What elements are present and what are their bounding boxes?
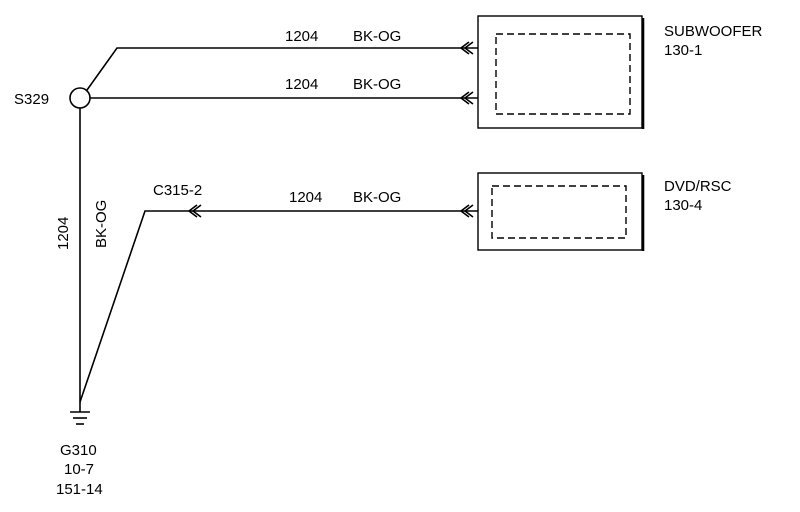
connector-arrow-icon xyxy=(187,204,198,218)
wire-subwoofer-lower: 1204 BK-OG xyxy=(90,76,478,105)
connector-arrow-icon xyxy=(459,204,470,218)
dvd-rsc-name: DVD/RSC xyxy=(664,178,732,195)
wire-circuit: 1204 xyxy=(285,28,318,45)
ground-ref: 10-7 xyxy=(64,461,94,478)
wire-color: BK-OG xyxy=(353,28,401,45)
subwoofer-internal xyxy=(495,33,631,115)
wire-color: BK-OG xyxy=(353,76,401,93)
subwoofer-component: SUBWOOFER 130-1 xyxy=(477,15,763,129)
splice-s329: S329 xyxy=(14,87,91,109)
wire-dvd-ground: C315-2 1204 BK-OG xyxy=(79,182,478,403)
wire-circuit: 1204 xyxy=(285,76,318,93)
ground-ref: 151-14 xyxy=(56,481,103,498)
wire-circuit: 1204 xyxy=(289,189,322,206)
ground-g310: G310 10-7 151-14 xyxy=(56,402,103,498)
dvd-rsc-internal xyxy=(491,185,627,239)
dvd-rsc-component: DVD/RSC 130-4 xyxy=(477,172,732,251)
subwoofer-name: SUBWOOFER xyxy=(664,23,763,40)
subwoofer-housing xyxy=(477,15,643,129)
wire-circuit: 1204 xyxy=(55,217,72,250)
splice-circle xyxy=(69,87,91,109)
ground-label: G310 xyxy=(60,442,97,459)
wire-subwoofer-upper: 1204 BK-OG xyxy=(86,28,478,91)
splice-label: S329 xyxy=(14,91,49,108)
connector-label: C315-2 xyxy=(153,182,202,199)
connector-arrow-icon xyxy=(459,41,470,55)
wire-color: BK-OG xyxy=(353,189,401,206)
wire-color: BK-OG xyxy=(93,200,110,248)
connector-arrow-icon xyxy=(459,91,470,105)
wire-splice-ground: 1204 BK-OG xyxy=(55,108,110,402)
dvd-rsc-ref: 130-4 xyxy=(664,197,702,214)
subwoofer-ref: 130-1 xyxy=(664,42,702,59)
